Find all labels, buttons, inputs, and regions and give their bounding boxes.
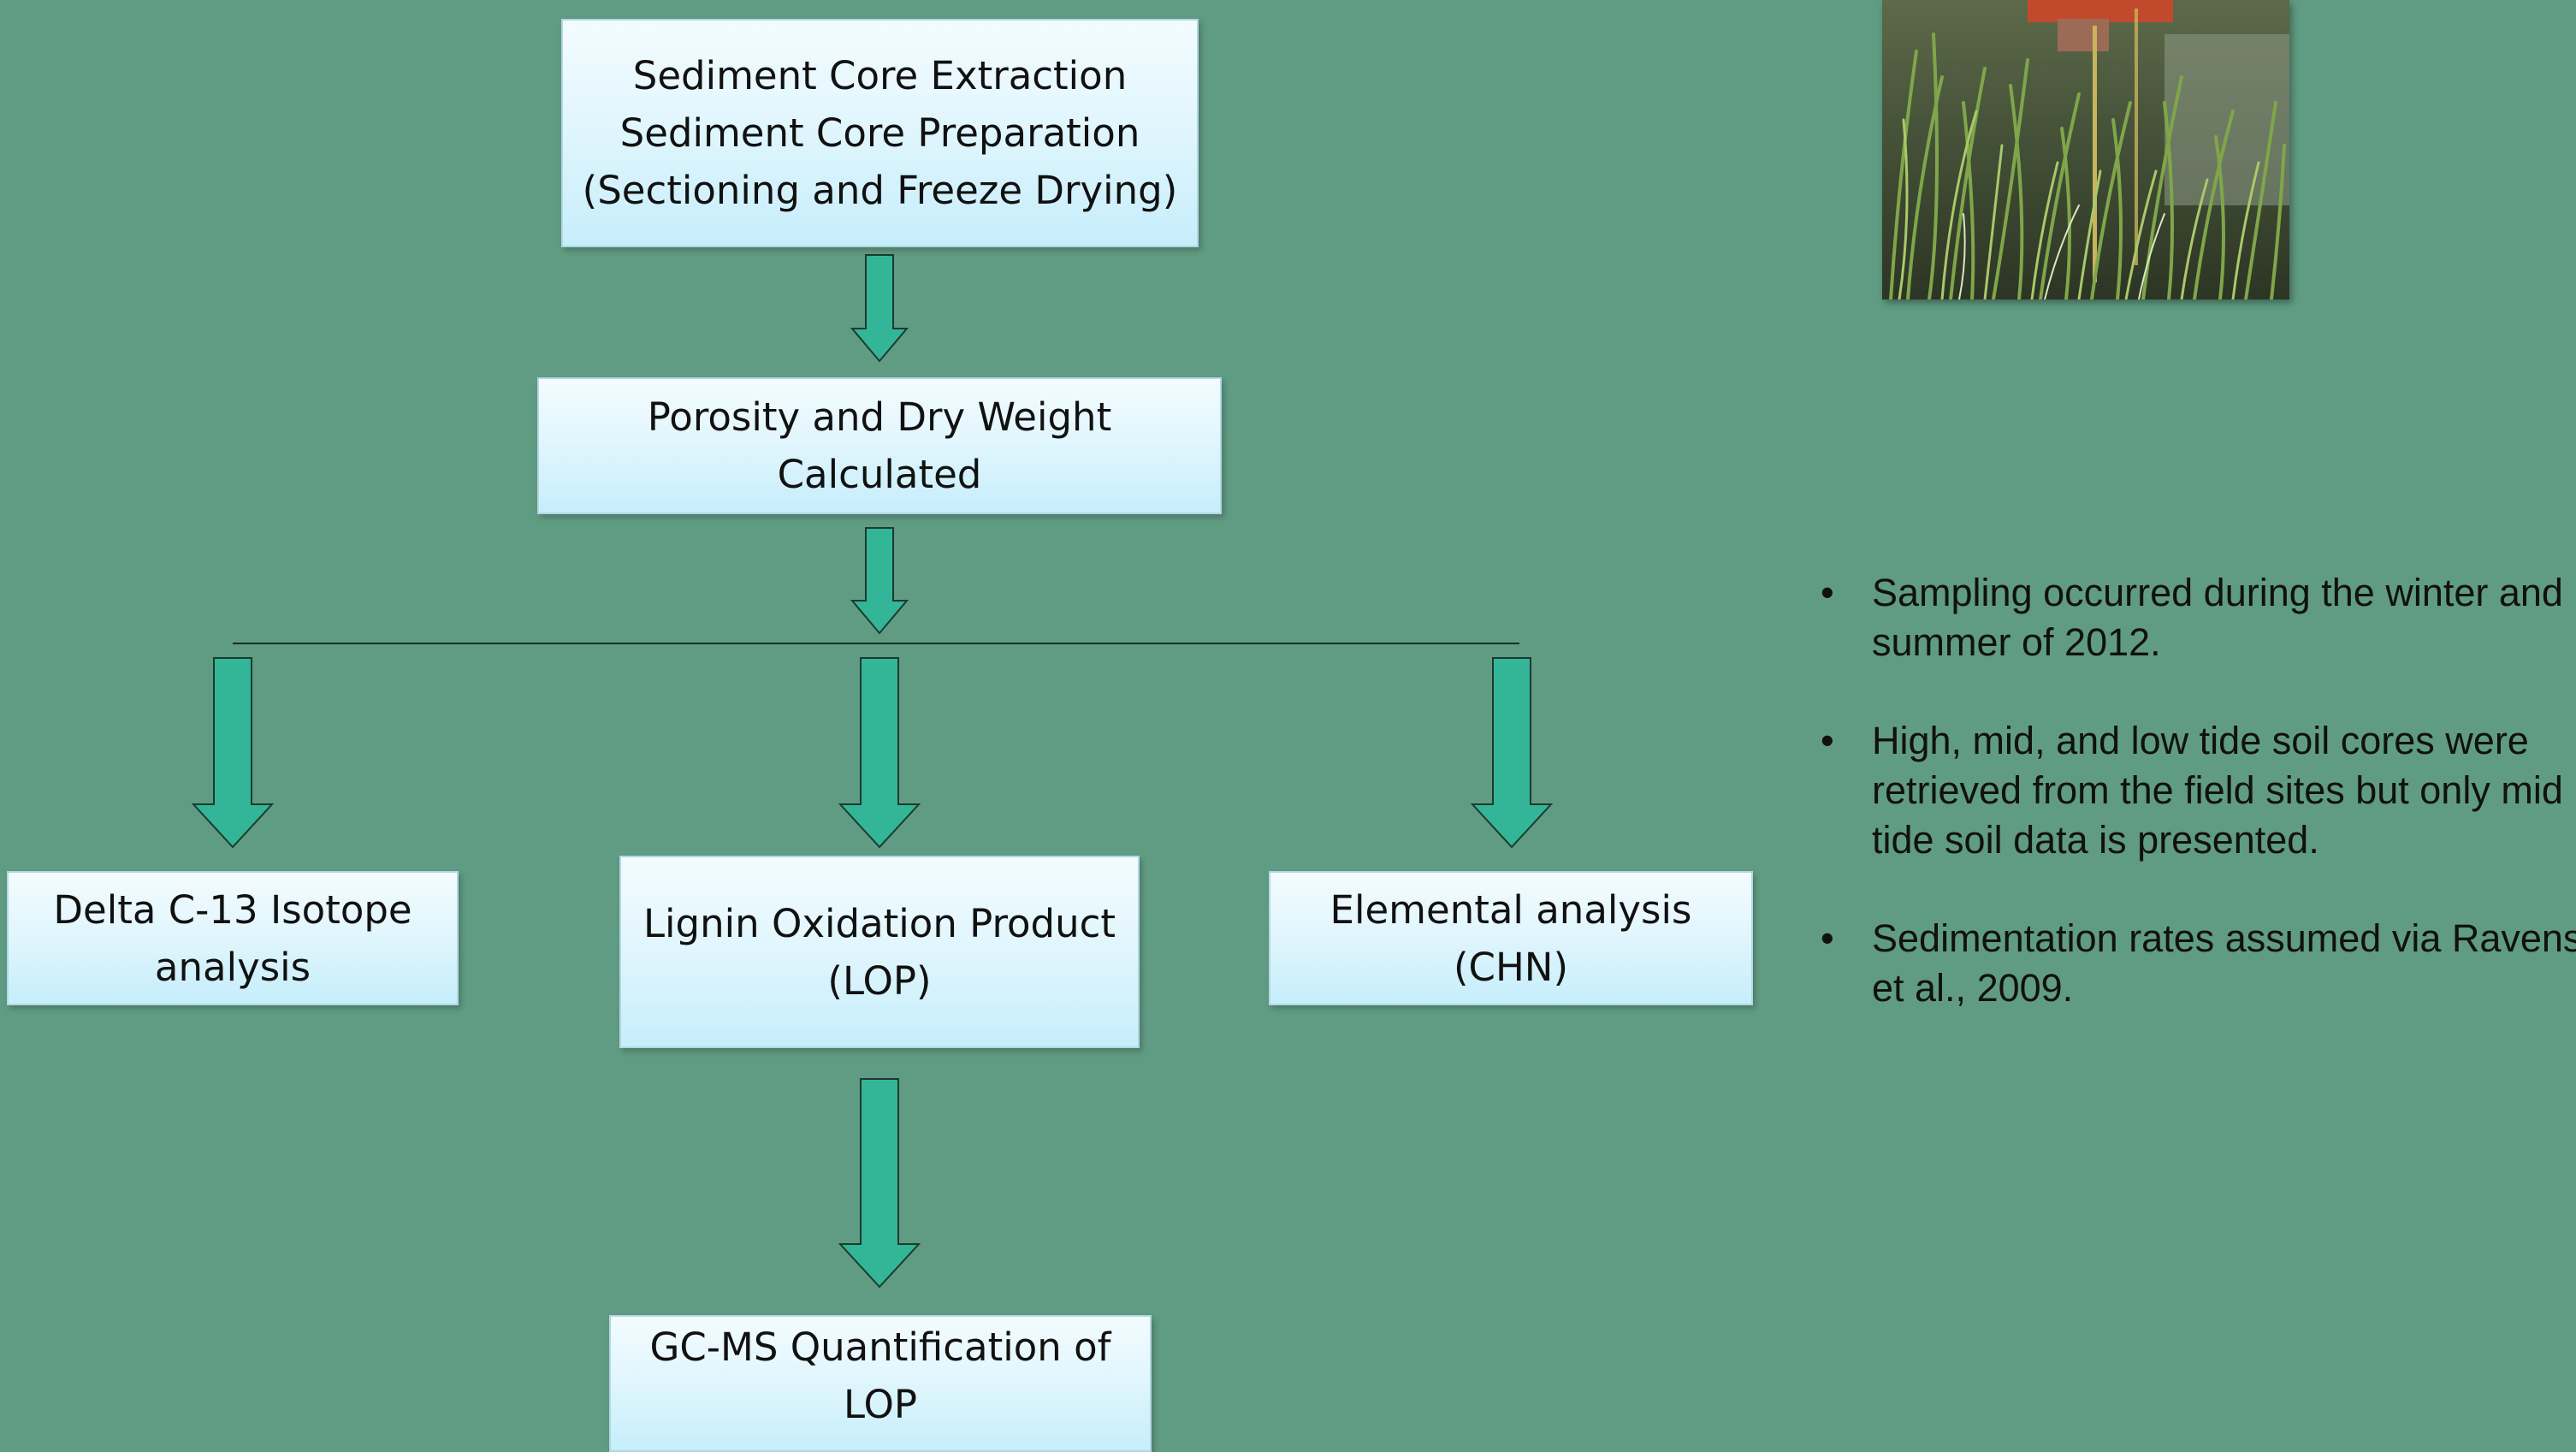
box-line: Sediment Core Preparation — [619, 110, 1140, 156]
box-line: Porosity and Dry Weight — [647, 394, 1112, 440]
box-elemental-analysis: Elemental analysis (CHN) — [1269, 871, 1753, 1005]
box-sediment-core-extraction: Sediment Core Extraction Sediment Core P… — [561, 19, 1199, 247]
arrow-to-delta-c13 — [191, 657, 275, 849]
marsh-grass-photo — [1882, 0, 2289, 299]
box-line: Delta C-13 Isotope — [53, 886, 412, 933]
flow-arrows — [191, 254, 1554, 1289]
notes-list: • Sampling occurred during the winter an… — [1814, 568, 2576, 1062]
box-line: Calculated — [777, 452, 982, 497]
arrow-step1-to-step2 — [850, 254, 909, 363]
box-line: Elemental analysis — [1329, 886, 1692, 933]
marsh-grass-illustration — [1882, 0, 2289, 299]
box-line: LOP — [843, 1382, 918, 1427]
box-line: Sediment Core Extraction — [632, 53, 1128, 98]
box-line: (Sectioning and Freeze Drying) — [582, 168, 1178, 213]
box-line: (CHN) — [1453, 944, 1569, 990]
note-sedimentation: • Sedimentation rates assumed via Ravens… — [1814, 914, 2576, 1013]
box-line: Lignin Oxidation Product — [643, 900, 1116, 946]
box-line: GC-MS Quantification of — [649, 1325, 1111, 1370]
bullet-marker: • — [1821, 719, 1834, 762]
arrow-to-lop — [838, 657, 921, 849]
arrow-lop-to-gcms — [838, 1078, 921, 1289]
note-text: Sampling occurred during the winter and … — [1872, 571, 2563, 664]
arrow-to-elemental — [1470, 657, 1554, 849]
box-gcms-quantification: GC-MS Quantification of LOP — [609, 1315, 1152, 1452]
bullet-marker: • — [1821, 916, 1834, 960]
box-porosity-dry-weight: Porosity and Dry Weight Calculated — [537, 377, 1222, 514]
note-text: Sedimentation rates assumed via Ravens e… — [1872, 916, 2576, 1010]
note-soil-cores: • High, mid, and low tide soil cores wer… — [1814, 716, 2576, 865]
note-sampling: • Sampling occurred during the winter an… — [1814, 568, 2576, 667]
bullet-marker: • — [1821, 571, 1834, 614]
note-text: High, mid, and low tide soil cores were … — [1872, 719, 2563, 862]
box-delta-c13-isotope: Delta C-13 Isotope analysis — [7, 871, 459, 1005]
box-line: (LOP) — [827, 957, 932, 1004]
box-lignin-oxidation-product: Lignin Oxidation Product (LOP) — [619, 856, 1140, 1048]
arrow-step2-to-branch — [850, 527, 909, 635]
box-line: analysis — [154, 944, 311, 990]
